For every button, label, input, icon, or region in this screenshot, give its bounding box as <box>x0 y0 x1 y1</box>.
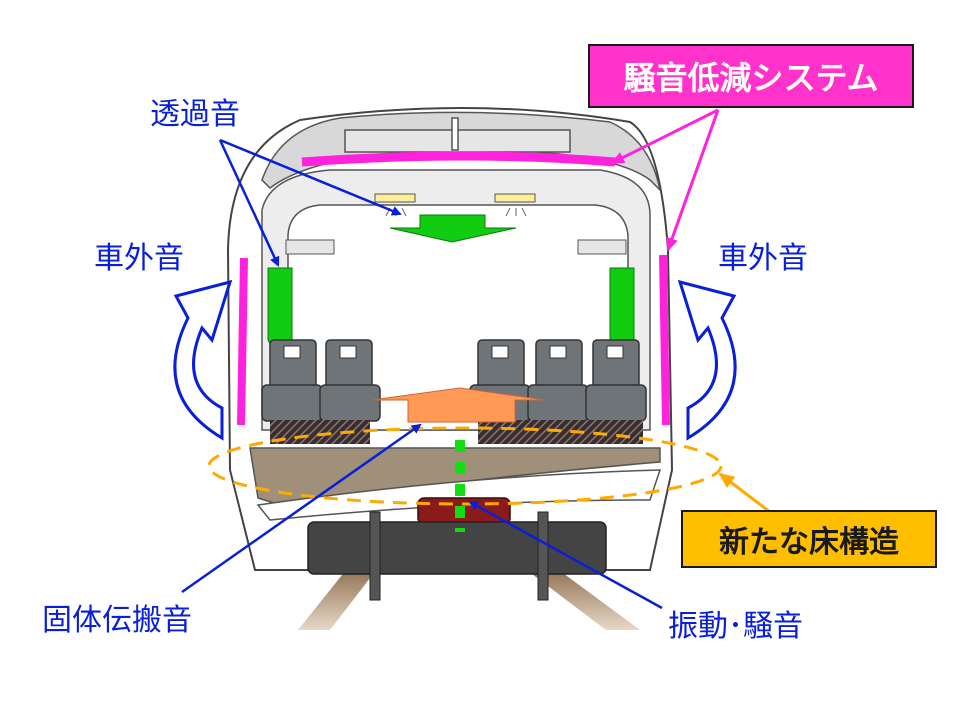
rail-left <box>298 565 380 630</box>
exterior-label-right: 車外音 <box>718 241 808 276</box>
seats-left <box>261 339 381 422</box>
floor-label: 新たな床構造 <box>719 525 899 560</box>
vibration-label: 振動･騒音 <box>668 609 803 644</box>
panel-roof <box>301 151 616 167</box>
luggage-rack-left <box>285 239 335 255</box>
panel-right <box>659 254 670 426</box>
arrow-floor <box>718 472 771 514</box>
antenna <box>451 117 459 151</box>
panel-left <box>237 257 248 426</box>
system-label: 騒音低減システム <box>623 59 879 97</box>
curved-arrow-icon <box>173 279 233 441</box>
arrow-structure-borne <box>181 423 422 594</box>
arrow-transmitted-side <box>218 139 280 267</box>
rail-right <box>520 565 640 630</box>
orange-noise-arrow <box>371 387 546 423</box>
exterior-label-left: 車外音 <box>94 241 184 276</box>
floor-label-box: 新たな床構造 <box>681 510 937 568</box>
arrow-system-roof <box>610 108 719 165</box>
floor-highlight-ellipse <box>207 426 723 506</box>
luggage-rack-right <box>577 239 627 255</box>
ceiling-light-left <box>374 193 416 203</box>
transmitted-label: 透過音 <box>150 97 240 132</box>
system-label-box: 騒音低減システム <box>588 44 914 108</box>
arrow-transmitted-top <box>219 138 402 216</box>
arrow-vibration <box>468 500 663 610</box>
curved-arrow-icon <box>677 279 737 441</box>
green-arrow-top <box>389 214 517 243</box>
arrow-system-side <box>666 109 720 252</box>
ceiling-light-right <box>494 193 536 203</box>
structure-borne-label: 固体伝搬音 <box>42 603 192 638</box>
